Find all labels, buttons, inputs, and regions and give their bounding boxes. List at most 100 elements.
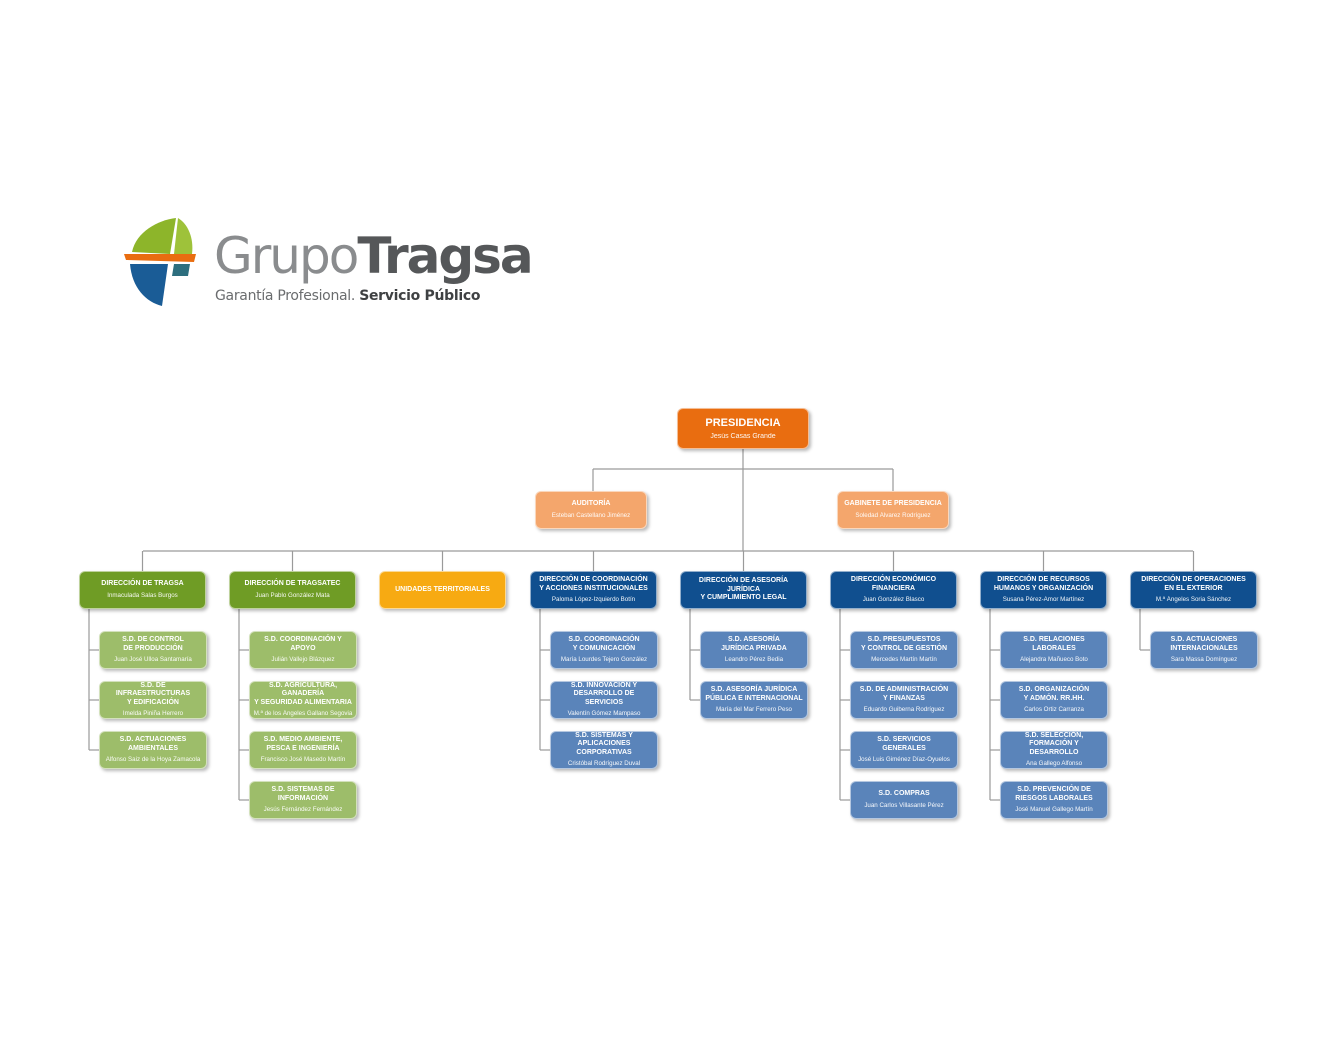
subdireccion-box: S.D. MEDIO AMBIENTE, PESCA E INGENIERÍA F… — [249, 731, 357, 769]
box-person: Juan Carlos Villasante Pérez — [864, 801, 944, 809]
box-title: S.D. SERVICIOS GENERALES — [877, 736, 931, 752]
subdireccion-box: S.D. SELECCIÓN, FORMACIÓN Y DESARROLLO An… — [1000, 731, 1108, 769]
subdireccion-box: S.D. ASESORÍA JURÍDICA PÚBLICA E INTERNA… — [700, 681, 808, 719]
subdireccion-box: S.D. RELACIONES LABORALES Alejandra Mañue… — [1000, 631, 1108, 669]
box-person: Ana Gallego Alfonso — [1025, 760, 1083, 768]
box-person: M.ª Ángeles Soria Sánchez — [1155, 596, 1232, 603]
subdireccion-box: S.D. PRESUPUESTOS Y CONTROL DE GESTIÓN Me… — [850, 631, 958, 669]
direccion-box: DIRECCIÓN DE TRAGSA Inmaculada Salas Burg… — [79, 571, 206, 609]
box-title: DIRECCIÓN DE TRAGSATEC — [244, 580, 341, 588]
box-title: S.D. SELECCIÓN, FORMACIÓN Y DESARROLLO — [1024, 731, 1084, 756]
box-person: Valentín Gómez Mampaso — [567, 710, 641, 718]
box-person: María Lourdes Tejero González — [560, 656, 648, 663]
subdireccion-box: S.D. ASESORÍA JURÍDICA PRIVADA Leandro Pé… — [700, 631, 808, 669]
subdireccion-box: S.D. DE ADMINISTRACIÓN Y FINANZAS Eduardo… — [850, 681, 958, 719]
box-title: S.D. DE ADMINISTRACIÓN Y FINANZAS — [859, 686, 949, 702]
logo-mark-icon — [124, 218, 196, 306]
brand-tragsa: Tragsa — [357, 227, 533, 285]
box-person: Leandro Pérez Bedia — [724, 656, 784, 663]
box-title: S.D. ASESORÍA JURÍDICA PÚBLICA E INTERNA… — [705, 686, 803, 702]
box-title: S.D. RELACIONES LABORALES — [1023, 636, 1085, 652]
box-person: Mercedes Martín Martín — [871, 656, 937, 663]
box-title: DIRECCIÓN DE TRAGSA — [101, 580, 184, 588]
box-person: M.ª de los Ángeles Gallano Segovia — [253, 710, 353, 718]
brand-grupo: Grupo — [214, 227, 359, 285]
box-title: S.D. PRESUPUESTOS Y CONTROL DE GESTIÓN — [860, 636, 948, 652]
box-person: Soledad Álvarez Rodríguez — [855, 511, 931, 519]
box-title: S.D. DE INFRAESTRUCTURAS Y EDIFICACIÓN — [115, 681, 191, 706]
box-person: Juan González Blasco — [862, 596, 925, 603]
gabinete-box: GABINETE DE PRESIDENCIA Soledad Álvarez R… — [837, 491, 949, 529]
box-person: Susana Pérez-Amor Martínez — [1002, 596, 1085, 603]
box-person: Julián Vallejo Blázquez — [271, 656, 335, 663]
box-person: Alfonso Saiz de la Hoya Zamacola — [105, 756, 201, 763]
brand-name: GrupoTragsa — [214, 227, 534, 285]
box-title: S.D. SISTEMAS Y APLICACIONES CORPORATIVA… — [575, 731, 633, 756]
box-title: S.D. MEDIO AMBIENTE, PESCA E INGENIERÍA — [263, 736, 343, 752]
direccion-box: DIRECCIÓN DE COORDINACIÓN Y ACCIONES INS… — [530, 571, 657, 609]
box-title: S.D. ORGANIZACIÓN Y ADMÓN. RR.HH. — [1018, 686, 1090, 702]
box-person: Jesús Fernández Fernández — [263, 806, 343, 813]
direccion-box: DIRECCIÓN DE ASESORÍA JURÍDICA Y CUMPLIM… — [680, 571, 807, 609]
box-title: S.D. ACTUACIONES INTERNACIONALES — [1170, 636, 1238, 652]
subdireccion-box: S.D. SERVICIOS GENERALES José Luis Giméne… — [850, 731, 958, 769]
box-person: Esteban Castellano Jiménez — [551, 511, 631, 519]
subdireccion-box: S.D. ORGANIZACIÓN Y ADMÓN. RR.HH. Carlos … — [1000, 681, 1108, 719]
tagline-part1: Garantía Profesional. — [215, 288, 360, 304]
subdireccion-box: S.D. AGRICULTURA, GANADERÍA Y SEGURIDAD … — [249, 681, 357, 719]
box-person: Paloma López-Izquierdo Botín — [551, 596, 636, 603]
subdireccion-box: S.D. DE INFRAESTRUCTURAS Y EDIFICACIÓN Im… — [99, 681, 207, 719]
box-person: Juan Pablo González Mata — [255, 591, 330, 599]
box-title: S.D. SISTEMAS DE INFORMACIÓN — [271, 786, 335, 802]
box-title: DIRECCIÓN DE ASESORÍA JURÍDICA Y CUMPLIM… — [698, 577, 789, 602]
box-person: Eduardo Guiberna Rodríguez — [863, 706, 945, 713]
box-title: S.D. ASESORÍA JURÍDICA PRIVADA — [721, 636, 787, 652]
subdireccion-box: S.D. INNOVACIÓN Y DESARROLLO DE SERVICIO… — [550, 681, 658, 719]
subdireccion-box: S.D. COMPRAS Juan Carlos Villasante Pérez — [850, 781, 958, 819]
box-title: S.D. PREVENCIÓN DE RIESGOS LABORALES — [1015, 786, 1093, 802]
brand-tagline: Garantía Profesional. Servicio Público — [215, 288, 480, 304]
box-title: S.D. DE CONTROL DE PRODUCCIÓN — [122, 636, 184, 652]
box-title: S.D. INNOVACIÓN Y DESARROLLO DE SERVICIO… — [570, 681, 638, 706]
direccion-box: DIRECCIÓN ECONÓMICO FINANCIERA Juan Gonzá… — [830, 571, 957, 609]
box-title: DIRECCIÓN DE COORDINACIÓN Y ACCIONES INS… — [539, 576, 648, 592]
box-title: DIRECCIÓN DE RECURSOS HUMANOS Y ORGANIZA… — [993, 576, 1094, 592]
box-person: Imelda Piniña Herrero — [122, 710, 184, 718]
box-person: Sara Massa Domínguez — [1170, 656, 1238, 663]
box-person: Francisco José Masedo Martín — [260, 756, 346, 763]
box-title: S.D. ACTUACIONES AMBIENTALES — [119, 736, 187, 752]
subdireccion-box: S.D. ACTUACIONES AMBIENTALES Alfonso Saiz… — [99, 731, 207, 769]
box-person: Jesús Casas Grande — [710, 432, 776, 440]
box-title: PRESIDENCIA — [705, 416, 781, 429]
tagline-part2: Servicio Público — [359, 288, 481, 304]
box-person: Alejandra Mañueco Boto — [1020, 656, 1088, 663]
direccion-box: DIRECCIÓN DE TRAGSATEC Juan Pablo Gonzále… — [229, 571, 356, 609]
presidencia-box: PRESIDENCIA Jesús Casas Grande — [677, 408, 809, 449]
direccion-box: DIRECCIÓN DE OPERACIONES EN EL EXTERIOR M… — [1130, 571, 1257, 609]
box-title: DIRECCIÓN DE OPERACIONES EN EL EXTERIOR — [1141, 576, 1246, 592]
box-person: Cristóbal Rodríguez Duval — [567, 760, 641, 768]
subdireccion-box: S.D. SISTEMAS Y APLICACIONES CORPORATIVA… — [550, 731, 658, 769]
box-person: María del Mar Ferrero Peso — [716, 706, 792, 713]
box-title: UNIDADES TERRITORIALES — [395, 585, 490, 593]
box-title: GABINETE DE PRESIDENCIA — [844, 500, 942, 508]
direccion-box: UNIDADES TERRITORIALES — [379, 571, 506, 609]
box-title: AUDITORÍA — [571, 500, 611, 508]
box-person: José Manuel Gallego Martín — [1015, 806, 1093, 813]
subdireccion-box: S.D. PREVENCIÓN DE RIESGOS LABORALES José… — [1000, 781, 1108, 819]
box-person: Carlos Ortiz Carranza — [1024, 706, 1084, 713]
box-title: DIRECCIÓN ECONÓMICO FINANCIERA — [850, 576, 937, 592]
box-person: Inmaculada Salas Burgos — [107, 591, 178, 599]
box-title: S.D. AGRICULTURA, GANADERÍA Y SEGURIDAD … — [254, 681, 352, 706]
auditoria-box: AUDITORÍA Esteban Castellano Jiménez — [535, 491, 647, 529]
box-person: José Luis Giménez Díaz-Oyuelos — [858, 756, 950, 763]
subdireccion-box: S.D. SISTEMAS DE INFORMACIÓN Jesús Fernán… — [249, 781, 357, 819]
grupo-tragsa-logo: GrupoTragsa Garantía Profesional. Servic… — [118, 214, 538, 314]
box-title: S.D. COMPRAS — [878, 790, 930, 798]
direccion-box: DIRECCIÓN DE RECURSOS HUMANOS Y ORGANIZA… — [980, 571, 1107, 609]
subdireccion-box: S.D. ACTUACIONES INTERNACIONALES Sara Mas… — [1150, 631, 1258, 669]
